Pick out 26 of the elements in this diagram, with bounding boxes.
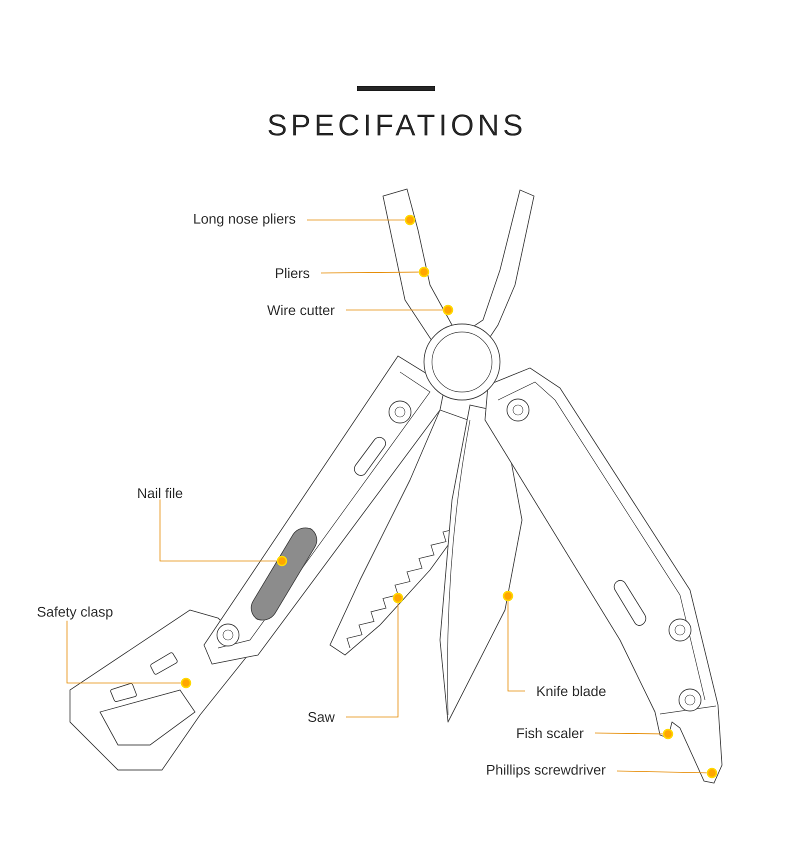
leader-line bbox=[66, 620, 182, 684]
marker-dot bbox=[276, 556, 288, 566]
leader-line bbox=[594, 732, 664, 734]
leader-line bbox=[346, 602, 398, 718]
leader-line bbox=[320, 272, 420, 274]
marker-dot bbox=[502, 590, 514, 602]
part-label: Nail file bbox=[138, 488, 182, 498]
part-label: Safety clasp bbox=[38, 606, 113, 620]
title: SPECIFATIONS bbox=[268, 114, 522, 136]
marker-dot bbox=[442, 304, 454, 316]
leader-line bbox=[508, 600, 526, 692]
marker-dot bbox=[706, 768, 718, 778]
part-label: Saw bbox=[308, 712, 335, 722]
part-label: Wire cutter bbox=[267, 304, 335, 316]
part-label: Pliers bbox=[276, 268, 310, 278]
marker-dot bbox=[662, 728, 674, 740]
marker-dot bbox=[418, 266, 430, 278]
marker-dot bbox=[404, 214, 416, 226]
leader-line bbox=[160, 498, 278, 562]
marker-dot bbox=[392, 592, 404, 604]
part-label: Knife blade bbox=[537, 686, 606, 696]
part-label: Phillips screwdriver bbox=[487, 764, 606, 778]
marker-dot bbox=[180, 678, 192, 688]
part-label: Fish scaler bbox=[517, 728, 584, 738]
part-label: Long nose pliers bbox=[194, 213, 296, 227]
leader-line bbox=[616, 770, 708, 774]
